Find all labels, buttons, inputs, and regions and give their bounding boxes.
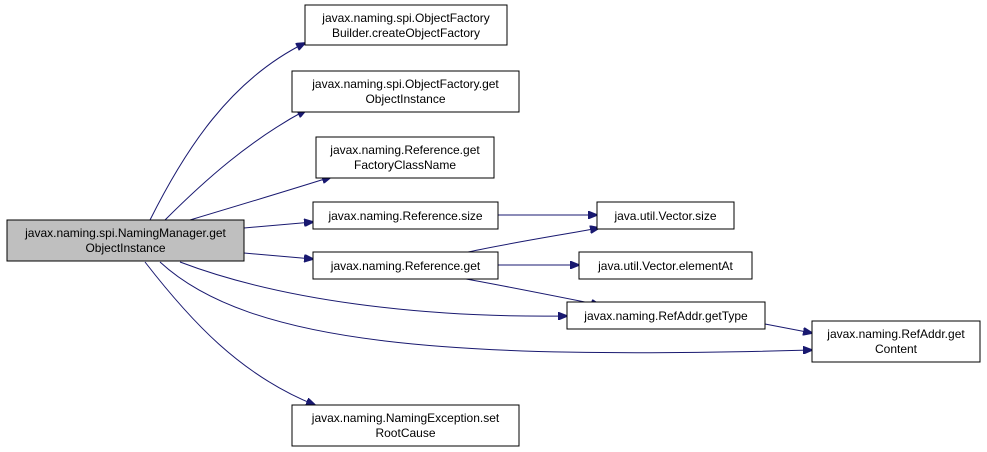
node-ref-size[interactable]: javax.naming.Reference.size	[312, 201, 499, 230]
node-ref-get-label: javax.naming.Reference.get	[330, 259, 481, 273]
node-ref-factory-class[interactable]: javax.naming.Reference.get FactoryClassN…	[315, 136, 495, 179]
node-refaddr-get-content[interactable]: javax.naming.RefAddr.get Content	[811, 320, 981, 363]
node-root[interactable]: javax.naming.spi.NamingManager.get Objec…	[6, 219, 245, 262]
node-vector-element-at-label: java.util.Vector.elementAt	[597, 259, 733, 273]
node-naming-exception[interactable]: javax.naming.NamingException.set RootCau…	[291, 404, 520, 447]
node-refaddr-get-type-label: javax.naming.RefAddr.getType	[583, 309, 748, 323]
edge-root-to-ref-get	[243, 252, 313, 259]
edge-ref-get-to-refaddr-get-type	[465, 278, 600, 305]
node-naming-exception-line-1: javax.naming.NamingException.set	[311, 411, 500, 425]
node-root-line-2: ObjectInstance	[85, 241, 165, 255]
edge-root-to-create-factory	[149, 43, 305, 221]
node-create-factory[interactable]: javax.naming.spi.ObjectFactory Builder.c…	[304, 4, 508, 46]
node-root-line-1: javax.naming.spi.NamingManager.get	[24, 226, 226, 240]
node-ref-factory-class-line-1: javax.naming.Reference.get	[329, 143, 480, 157]
node-refaddr-get-content-line-1: javax.naming.RefAddr.get	[826, 327, 965, 341]
edge-root-to-naming-exception	[144, 261, 315, 405]
node-refaddr-get-type[interactable]: javax.naming.RefAddr.getType	[566, 301, 766, 330]
node-vector-element-at[interactable]: java.util.Vector.elementAt	[578, 251, 753, 280]
edge-refaddr-get-type-to-content	[764, 323, 812, 333]
edge-root-to-ref-factory-class	[189, 177, 331, 221]
edge-root-to-factory-get-instance	[164, 110, 306, 221]
node-ref-factory-class-line-2: FactoryClassName	[354, 158, 456, 172]
node-factory-get-instance-line-2: ObjectInstance	[365, 92, 445, 106]
node-vector-size-label: java.util.Vector.size	[613, 209, 716, 223]
edges	[144, 43, 812, 405]
nodes: javax.naming.spi.NamingManager.get Objec…	[6, 4, 981, 447]
node-create-factory-line-2: Builder.createObjectFactory	[332, 26, 480, 40]
node-vector-size[interactable]: java.util.Vector.size	[596, 201, 735, 230]
node-ref-get[interactable]: javax.naming.Reference.get	[312, 251, 499, 280]
node-naming-exception-line-2: RootCause	[375, 426, 435, 440]
node-ref-size-label: javax.naming.Reference.size	[327, 209, 482, 223]
node-factory-get-instance-line-1: javax.naming.spi.ObjectFactory.get	[311, 77, 499, 91]
edge-ref-get-to-vector-size	[467, 228, 599, 253]
node-create-factory-line-1: javax.naming.spi.ObjectFactory	[321, 11, 489, 25]
edge-root-to-refaddr-get-type	[179, 261, 567, 316]
edge-root-to-ref-size	[243, 222, 313, 229]
node-factory-get-instance[interactable]: javax.naming.spi.ObjectFactory.get Objec…	[291, 70, 520, 113]
edge-root-to-refaddr-get-content	[159, 261, 812, 353]
node-refaddr-get-content-line-2: Content	[875, 342, 918, 356]
